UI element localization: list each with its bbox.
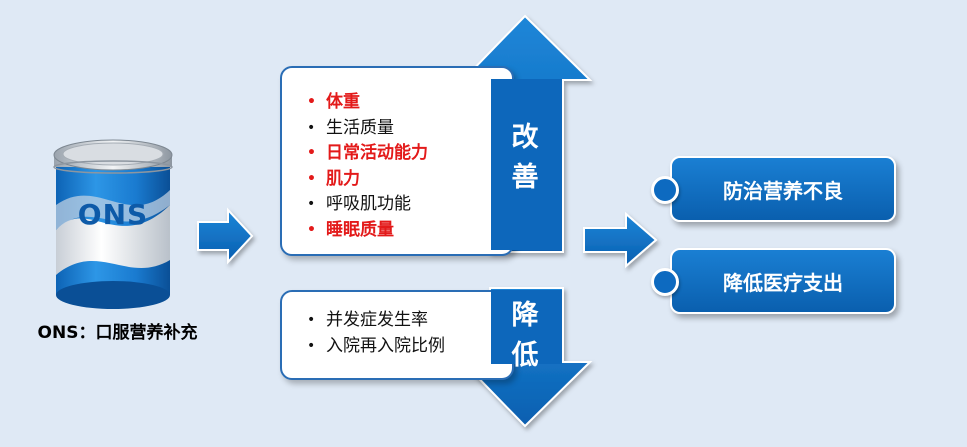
improve-card <box>280 66 514 256</box>
list-item: •生活质量 <box>307 117 394 138</box>
list-item: •睡眠质量 <box>307 219 394 240</box>
list-item: •并发症发生率 <box>307 310 428 330</box>
improve-label-char-2: 善 <box>511 162 539 193</box>
arrow-right-small-2 <box>583 211 658 269</box>
outcome-prevent-malnutrition: 防治营养不良 <box>670 156 896 222</box>
list-item: •日常活动能力 <box>307 143 428 163</box>
list-item: •入院再入院比例 <box>307 335 445 356</box>
outcome-reduce-cost: 降低医疗支出 <box>670 248 896 314</box>
can-icon <box>53 139 173 309</box>
list-item: •呼吸肌功能 <box>307 194 411 214</box>
improve-list: •体重 •生活质量 •日常活动能力 •肌力 •呼吸肌功能 •睡眠质量 <box>300 90 428 243</box>
improve-label-char-1: 改 <box>511 122 539 153</box>
reduce-label: 降 低 <box>505 296 545 376</box>
reduce-list: •并发症发生率 •入院再入院比例 <box>300 308 445 359</box>
arrow-right-small-1 <box>197 207 254 265</box>
improve-label: 改 善 <box>505 118 545 198</box>
can-brand-text: ONS <box>77 198 149 231</box>
reduce-label-char-2: 低 <box>511 340 539 371</box>
reduce-label-char-1: 降 <box>511 300 539 331</box>
outcome-bullet-icon <box>651 268 679 296</box>
product-caption: ONS：口服营养补充 <box>37 323 198 343</box>
list-item: •体重 <box>307 92 360 112</box>
ons-can <box>48 135 178 310</box>
reduce-card <box>280 290 514 380</box>
list-item: •肌力 <box>307 168 360 189</box>
outcome-bullet-icon <box>651 176 679 204</box>
